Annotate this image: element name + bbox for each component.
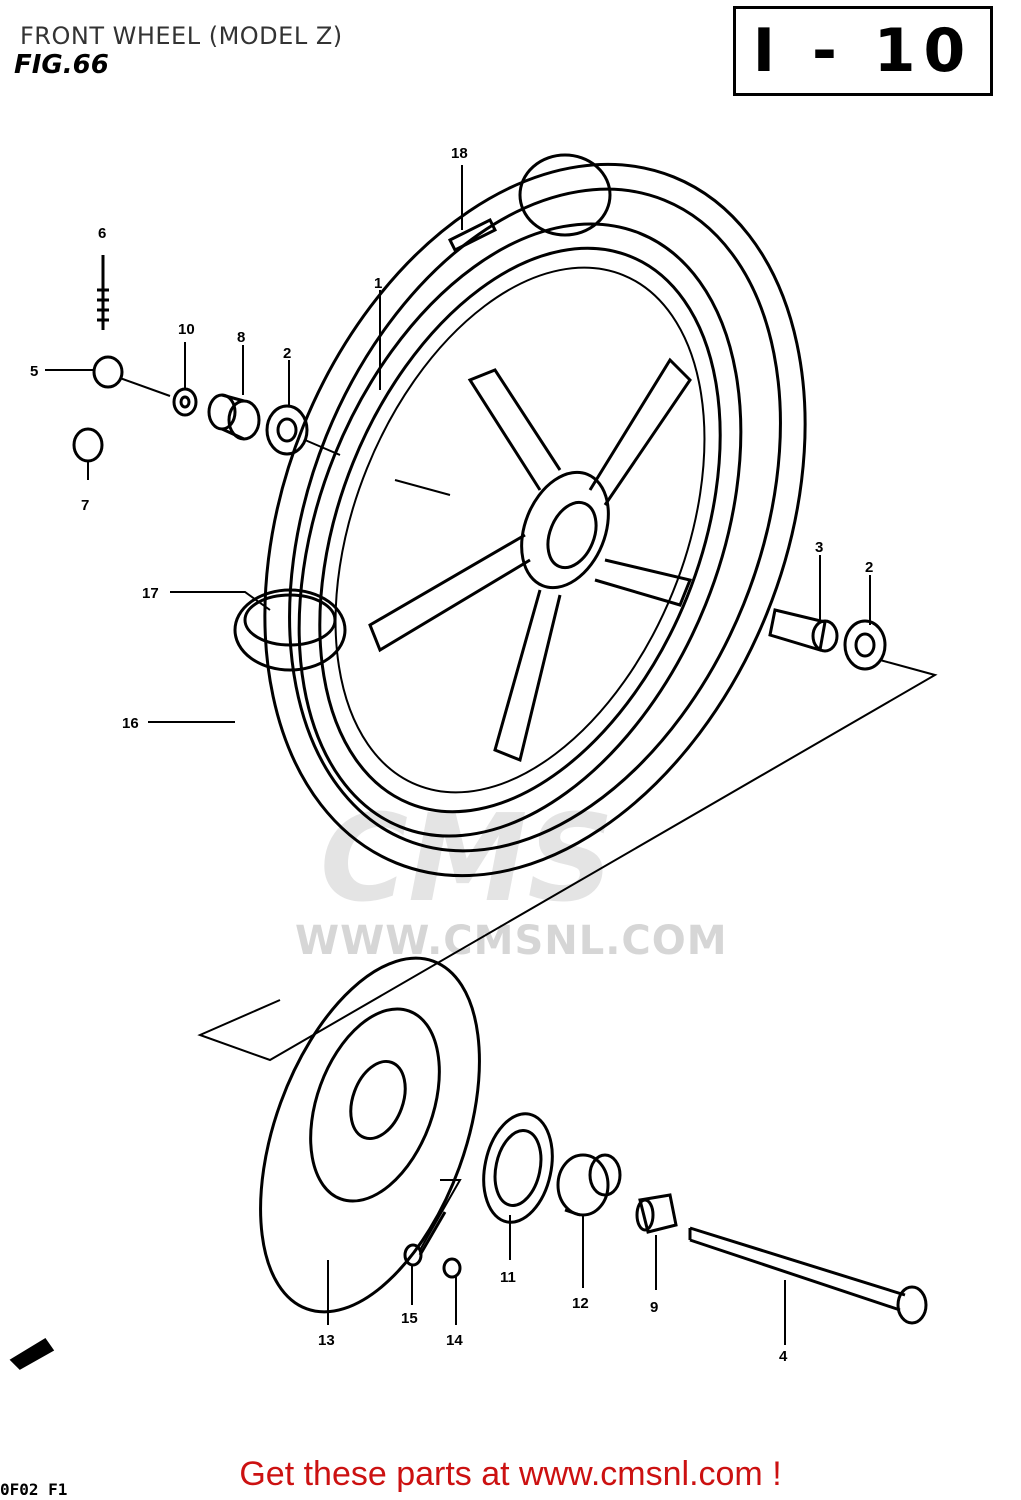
front-direction-icon (9, 1337, 55, 1370)
wheel-hub (520, 470, 610, 590)
diagram-code: 0F02 F1 (0, 1480, 68, 1499)
callout-4: 4 (779, 1348, 788, 1365)
gear-box-12 (556, 1153, 622, 1217)
callout-5: 5 (30, 363, 38, 380)
washer-10 (172, 387, 198, 417)
exploded-parts-diagram: 1 2 2 3 4 5 6 7 8 9 10 11 12 13 14 15 16… (9, 145, 938, 1370)
tire (263, 162, 807, 878)
callout-15: 15 (401, 1310, 418, 1327)
callout-1: 1 (374, 275, 382, 292)
callout-16: 16 (122, 715, 139, 732)
fig-number: FIG.66 (14, 50, 109, 80)
callout-10: 10 (178, 321, 195, 338)
hub-cover-11 (482, 1112, 554, 1224)
callout-2-left: 2 (283, 345, 291, 362)
washer-14 (442, 1257, 462, 1279)
callout-leader-lines (45, 165, 871, 1345)
wheel-spokes (368, 357, 693, 763)
watermark-logo: CMS (320, 790, 614, 929)
callout-6: 6 (98, 225, 106, 242)
callout-13: 13 (318, 1332, 335, 1349)
callout-9: 9 (650, 1299, 658, 1316)
spacer-9 (635, 1193, 678, 1234)
callout-7: 7 (81, 497, 89, 514)
page-title: FRONT WHEEL (MODEL Z) (20, 22, 343, 50)
brake-disc (259, 956, 481, 1314)
tire-tube (233, 588, 347, 672)
nut-7 (72, 427, 104, 463)
callout-12: 12 (572, 1295, 589, 1312)
callout-3: 3 (815, 539, 823, 556)
assembly-guide-lines (119, 377, 938, 1251)
spacer-8 (207, 393, 261, 441)
callout-8: 8 (237, 329, 245, 346)
callout-2-right: 2 (865, 559, 873, 576)
watermark-url: WWW.CMSNL.COM (295, 918, 728, 964)
parts-promo-text: Get these parts at www.cmsnl.com ! (239, 1455, 782, 1493)
nut-5 (92, 355, 124, 389)
axle-4 (688, 1226, 928, 1325)
valve-part (447, 153, 612, 253)
bolt-6 (97, 255, 109, 330)
bearing-2-left (265, 404, 309, 456)
spacer-3 (768, 608, 839, 653)
sheet-number-box: I - 10 (733, 6, 993, 96)
callout-11: 11 (500, 1269, 516, 1286)
callout-18: 18 (451, 145, 468, 162)
wheel-rim (297, 222, 743, 838)
callout-17: 17 (142, 585, 159, 602)
bearing-2-right (843, 619, 887, 671)
callout-14: 14 (446, 1332, 463, 1349)
